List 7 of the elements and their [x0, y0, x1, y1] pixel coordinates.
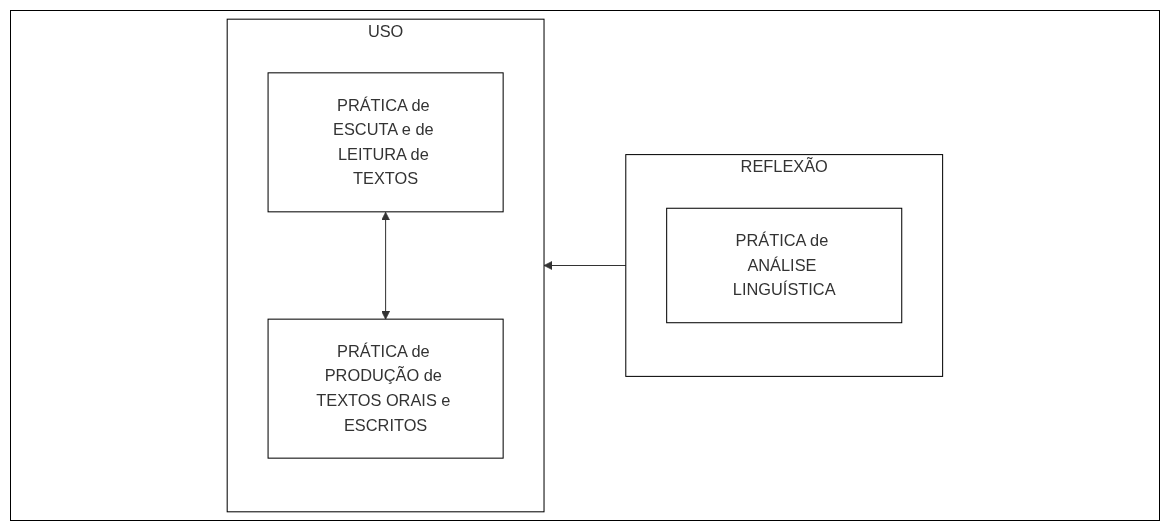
node-box	[267, 318, 504, 459]
cluster	[226, 18, 545, 513]
diagram-frame: REFLEXÃO PRÁTICA de ANÁLISE LINGUÍSTICA USO PRÁTICA de ESCUTA e de LEITURA de TEXTOS PRÁTICA de PRODUÇÃO de TEXTOS ORAIS e ESCRITOS	[10, 10, 1160, 521]
node-box	[666, 207, 903, 324]
cluster	[625, 154, 944, 377]
node-box	[267, 72, 504, 213]
arrow	[381, 211, 391, 320]
